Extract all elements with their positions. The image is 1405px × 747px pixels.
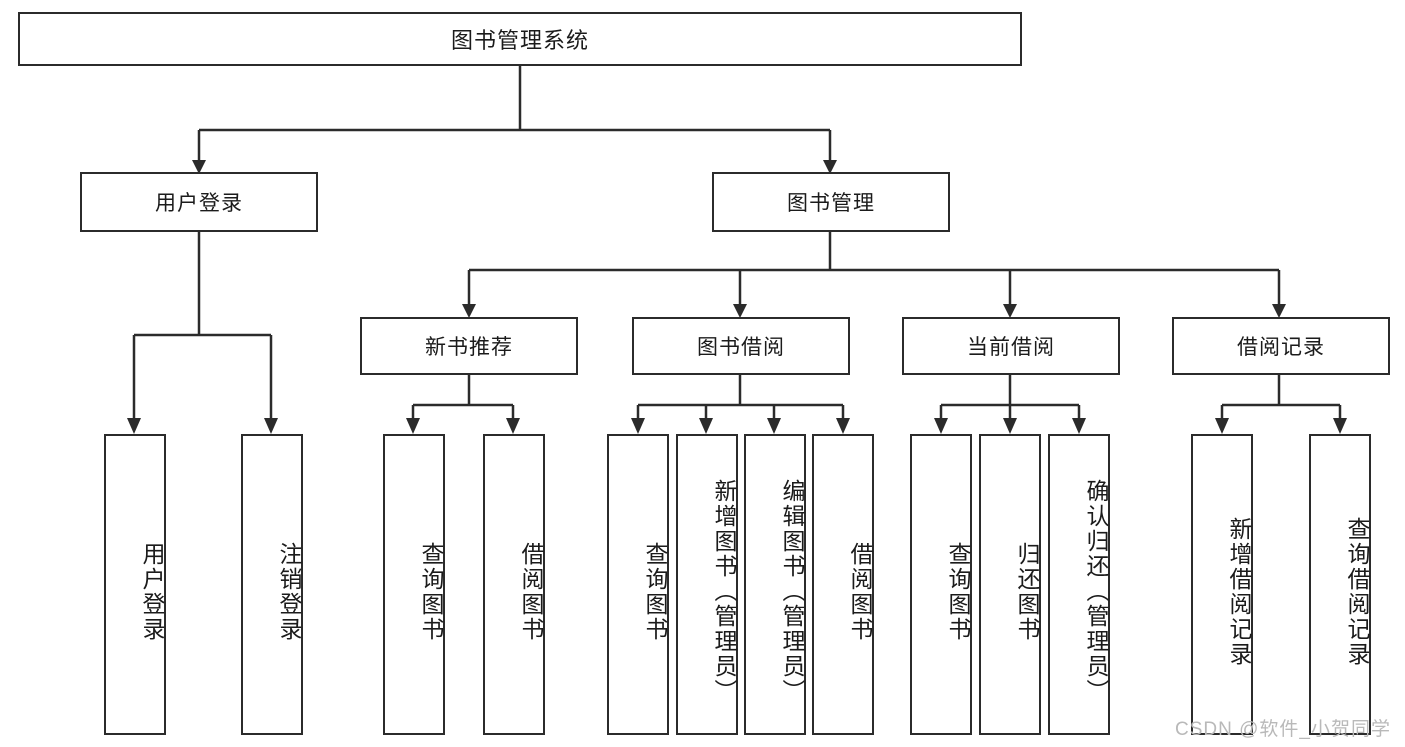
node-current-borrow[interactable]: 当前借阅 xyxy=(902,317,1120,375)
leaf-confirm-return-admin[interactable]: 确认归还（管理员） xyxy=(1048,434,1110,735)
leaf-borrow-book[interactable]: 借阅图书 xyxy=(812,434,874,735)
leaf-return-book[interactable]: 归还图书 xyxy=(979,434,1041,735)
leaf-edit-book-admin[interactable]: 编辑图书（管理员） xyxy=(744,434,806,735)
leaf-add-book-admin[interactable]: 新增图书（管理员） xyxy=(676,434,738,735)
watermark-text: CSDN @软件_小贺同学 xyxy=(1175,719,1391,740)
node-new-book-recommend[interactable]: 新书推荐 xyxy=(360,317,578,375)
leaf-query-book-current[interactable]: 查询图书 xyxy=(910,434,972,735)
leaf-query-borrow-record[interactable]: 查询借阅记录 xyxy=(1309,434,1371,735)
node-root-book-management-system[interactable]: 图书管理系统 xyxy=(18,12,1022,66)
node-borrow-record[interactable]: 借阅记录 xyxy=(1172,317,1390,375)
node-book-borrow[interactable]: 图书借阅 xyxy=(632,317,850,375)
leaf-query-book-recommend[interactable]: 查询图书 xyxy=(383,434,445,735)
leaf-logout[interactable]: 注销登录 xyxy=(241,434,303,735)
leaf-query-book-borrow[interactable]: 查询图书 xyxy=(607,434,669,735)
leaf-user-login[interactable]: 用户登录 xyxy=(104,434,166,735)
leaf-add-borrow-record[interactable]: 新增借阅记录 xyxy=(1191,434,1253,735)
node-book-management[interactable]: 图书管理 xyxy=(712,172,950,232)
node-user-login[interactable]: 用户登录 xyxy=(80,172,318,232)
leaf-borrow-book-recommend[interactable]: 借阅图书 xyxy=(483,434,545,735)
